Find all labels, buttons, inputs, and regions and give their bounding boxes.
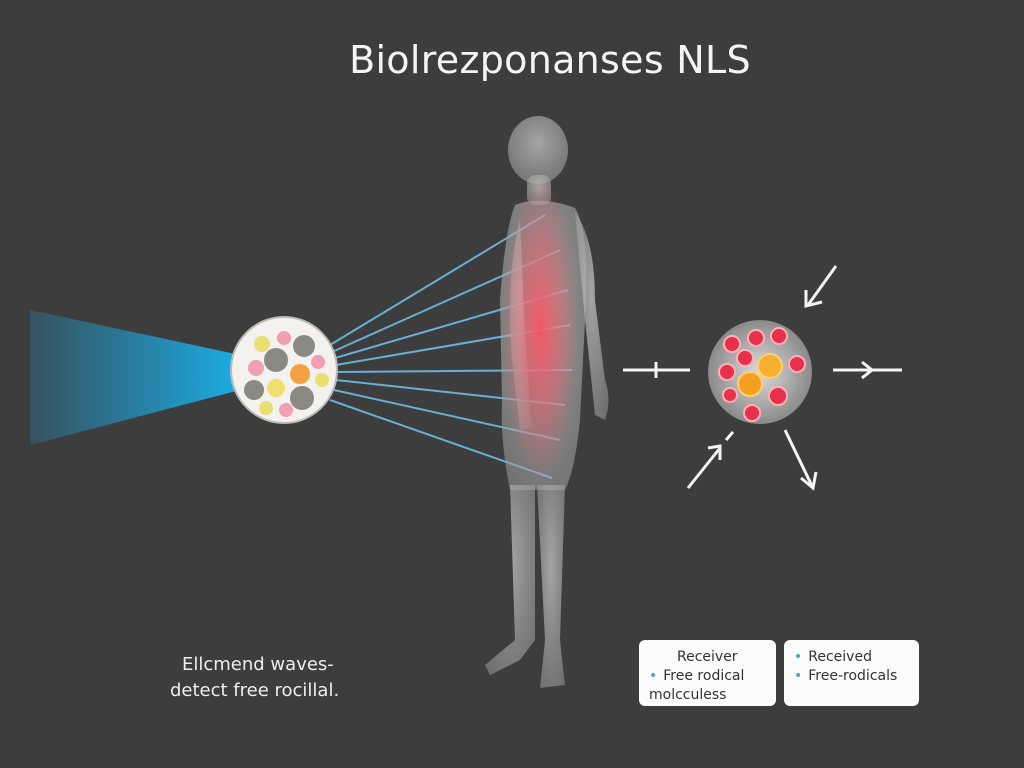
caption: Ellcmend waves- detect free rocillal.	[170, 652, 339, 704]
legend-card-receiver: Receiver • Free rodical molcculess	[639, 640, 776, 706]
arrows	[623, 265, 902, 491]
caption-line-2: detect free rocillal.	[170, 680, 340, 701]
legend-item: • Free rodical	[649, 667, 766, 686]
cell-molecules-left	[230, 316, 338, 424]
free-radical-cell	[708, 320, 812, 424]
caption-line-1: Ellcmend waves-	[182, 654, 334, 675]
legend-item: • Free-rodicals	[794, 667, 909, 686]
bullet-icon: •	[794, 668, 803, 684]
inflammation-glow	[502, 180, 578, 480]
legend-item-label: Free-rodicals	[808, 668, 898, 684]
page-title: Biolrezponanses NLS	[349, 38, 751, 82]
legend-item-continued: molcculess	[649, 687, 727, 703]
legend-item-label: Received	[808, 649, 872, 665]
legend-item-label: Free rodical	[663, 668, 745, 684]
legend-item: • Received	[794, 648, 909, 667]
legend-heading: Receiver	[677, 649, 738, 665]
bullet-icon: •	[794, 649, 803, 665]
wave-beam	[30, 310, 240, 445]
legend-card-received: • Received • Free-rodicals	[784, 640, 919, 706]
bullet-icon: •	[649, 668, 658, 684]
